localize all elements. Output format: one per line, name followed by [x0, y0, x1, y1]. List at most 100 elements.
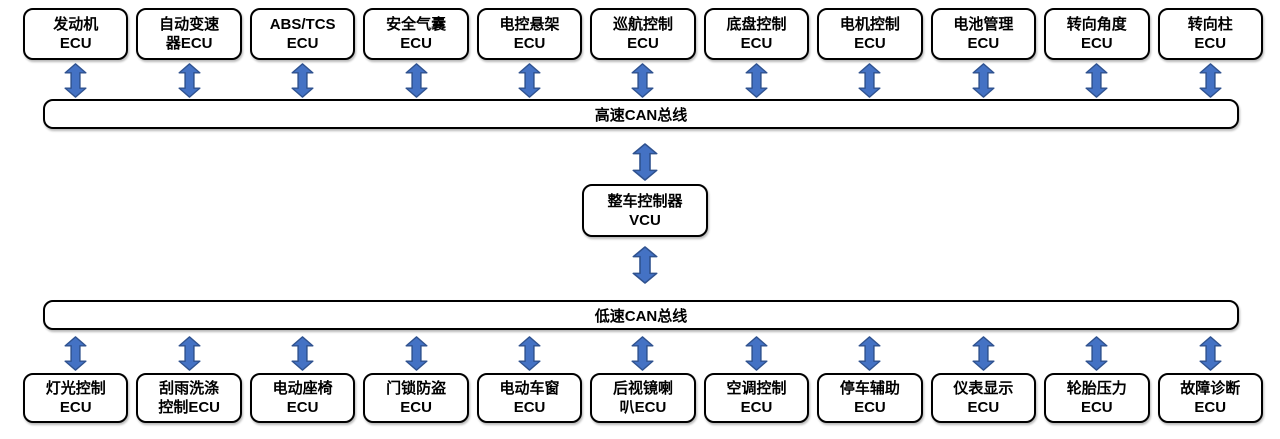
ecu-label-line2: ECU: [854, 35, 886, 52]
up-down-arrow-icon: [1085, 336, 1108, 371]
ecu-column: 灯光控制 ECU: [23, 336, 129, 423]
up-down-arrow-icon: [1199, 63, 1222, 98]
ecu-column: 刮雨洗涤 控制ECU: [136, 336, 242, 423]
up-down-arrow-icon: [518, 63, 541, 98]
ecu-box: 电控悬架 ECU: [476, 8, 583, 60]
ecu-label-line1: 安全气囊: [386, 16, 447, 33]
ecu-label-line1: 电动座椅: [272, 380, 333, 397]
ecu-column: 故障诊断 ECU: [1157, 336, 1263, 423]
ecu-label-line1: 巡航控制: [612, 16, 673, 33]
ecu-box: 后视镜喇 叭ECU: [590, 373, 696, 423]
ecu-column: 仪表显示 ECU: [930, 336, 1037, 423]
up-down-arrow-icon: [405, 336, 428, 371]
ecu-label-line1: 转向角度: [1066, 16, 1127, 33]
ecu-box: 门锁防盗 ECU: [363, 373, 469, 423]
ecu-box: 巡航控制 ECU: [590, 8, 696, 60]
up-down-arrow-icon: [178, 63, 201, 98]
ecu-label-line1: 自动变速: [159, 16, 220, 33]
high-speed-ecu-row: 发动机 ECU 自动变速 器ECU ABS/TCS ECU 安全气囊 ECU: [23, 8, 1263, 98]
ecu-label-line1: 转向柱: [1187, 16, 1233, 33]
ecu-label-line2: ECU: [740, 35, 773, 52]
up-down-arrow-icon: [178, 336, 201, 371]
ecu-label-line1: 灯光控制: [45, 380, 106, 397]
vcu-label-line2: VCU: [629, 211, 661, 229]
ecu-label-line2: ECU: [854, 399, 886, 416]
ecu-label-line2: ECU: [59, 35, 92, 52]
ecu-label-line2: ECU: [740, 399, 773, 416]
ecu-column: 巡航控制 ECU: [590, 8, 696, 98]
up-down-arrow-icon: [632, 246, 658, 284]
ecu-label-line1: 门锁防盗: [386, 380, 447, 397]
up-down-arrow-icon: [1199, 336, 1222, 371]
ecu-box: 电动座椅 ECU: [249, 373, 356, 423]
ecu-box: 停车辅助 ECU: [817, 373, 923, 423]
ecu-box: 底盘控制 ECU: [703, 8, 810, 60]
ecu-label-line2: 器ECU: [165, 35, 213, 52]
ecu-box: 刮雨洗涤 控制ECU: [136, 373, 242, 423]
ecu-column: 空调控制 ECU: [703, 336, 810, 423]
ecu-box: 故障诊断 ECU: [1157, 373, 1263, 423]
up-down-arrow-icon: [745, 63, 768, 98]
up-down-arrow-icon: [972, 63, 995, 98]
ecu-label-line2: ECU: [1080, 399, 1113, 416]
ecu-column: 电池管理 ECU: [930, 8, 1037, 98]
ecu-label-line1: 电控悬架: [499, 16, 560, 33]
ecu-column: 电控悬架 ECU: [476, 8, 583, 98]
ecu-box: 转向角度 ECU: [1044, 8, 1150, 60]
ecu-box: 自动变速 器ECU: [136, 8, 242, 60]
up-down-arrow-icon: [64, 336, 87, 371]
high-speed-can-bus-bar: 高速CAN总线: [43, 99, 1239, 129]
ecu-label-line1: 停车辅助: [839, 380, 900, 397]
ecu-column: 安全气囊 ECU: [363, 8, 469, 98]
ecu-label-line1: 故障诊断: [1180, 380, 1241, 397]
ecu-label-line1: 电动车窗: [499, 380, 560, 397]
up-down-arrow-icon: [858, 336, 881, 371]
up-down-arrow-icon: [1085, 63, 1108, 98]
ecu-column: 自动变速 器ECU: [136, 8, 242, 98]
ecu-label-line2: ECU: [513, 399, 546, 416]
ecu-label-line2: ECU: [1080, 35, 1113, 52]
ecu-label-line2: ECU: [59, 399, 92, 416]
ecu-box: 发动机 ECU: [23, 8, 129, 60]
ecu-column: 门锁防盗 ECU: [363, 336, 469, 423]
ecu-label-line2: ECU: [400, 35, 432, 52]
vcu-column: 整车控制器 VCU: [582, 143, 708, 284]
up-down-arrow-icon: [291, 63, 314, 98]
ecu-label-line1: 刮雨洗涤: [159, 380, 220, 397]
up-down-arrow-icon: [291, 336, 314, 371]
ecu-label-line2: ECU: [627, 35, 659, 52]
ecu-label-line1: 发动机: [53, 16, 99, 33]
ecu-column: 电机控制 ECU: [817, 8, 923, 98]
ecu-label-line2: 控制ECU: [158, 399, 221, 416]
ecu-column: 电动座椅 ECU: [249, 336, 356, 423]
vcu-label-line1: 整车控制器: [607, 192, 683, 210]
ecu-label-line2: ECU: [967, 35, 1000, 52]
ecu-column: 电动车窗 ECU: [476, 336, 583, 423]
ecu-box: 电池管理 ECU: [930, 8, 1037, 60]
ecu-column: 后视镜喇 叭ECU: [590, 336, 696, 423]
low-speed-can-bus-bar: 低速CAN总线: [43, 300, 1239, 330]
ecu-column: 轮胎压力 ECU: [1044, 336, 1150, 423]
ecu-label-line2: ECU: [286, 399, 319, 416]
up-down-arrow-icon: [745, 336, 768, 371]
ecu-label-line2: ECU: [400, 399, 432, 416]
ecu-label-line2: ECU: [286, 35, 319, 52]
ecu-box: 电机控制 ECU: [817, 8, 923, 60]
ecu-column: 发动机 ECU: [23, 8, 129, 98]
ecu-label-line1: 轮胎压力: [1066, 380, 1127, 397]
high-speed-can-bus-label: 高速CAN总线: [594, 106, 688, 124]
up-down-arrow-icon: [972, 336, 995, 371]
ecu-label-line1: 电池管理: [953, 16, 1014, 33]
ecu-box: 电动车窗 ECU: [476, 373, 583, 423]
ecu-label-line1: ABS/TCS: [269, 16, 336, 33]
ecu-label-line1: 仪表显示: [953, 380, 1014, 397]
ecu-box: 轮胎压力 ECU: [1044, 373, 1150, 423]
up-down-arrow-icon: [405, 63, 428, 98]
ecu-box: 灯光控制 ECU: [23, 373, 129, 423]
ecu-box: ABS/TCS ECU: [249, 8, 356, 60]
ecu-column: 停车辅助 ECU: [817, 336, 923, 423]
ecu-label-line2: ECU: [513, 35, 546, 52]
ecu-label-line2: ECU: [1194, 35, 1227, 52]
low-speed-ecu-row: 灯光控制 ECU 刮雨洗涤 控制ECU 电动座椅 ECU 门锁防盗 ECU: [23, 336, 1263, 423]
